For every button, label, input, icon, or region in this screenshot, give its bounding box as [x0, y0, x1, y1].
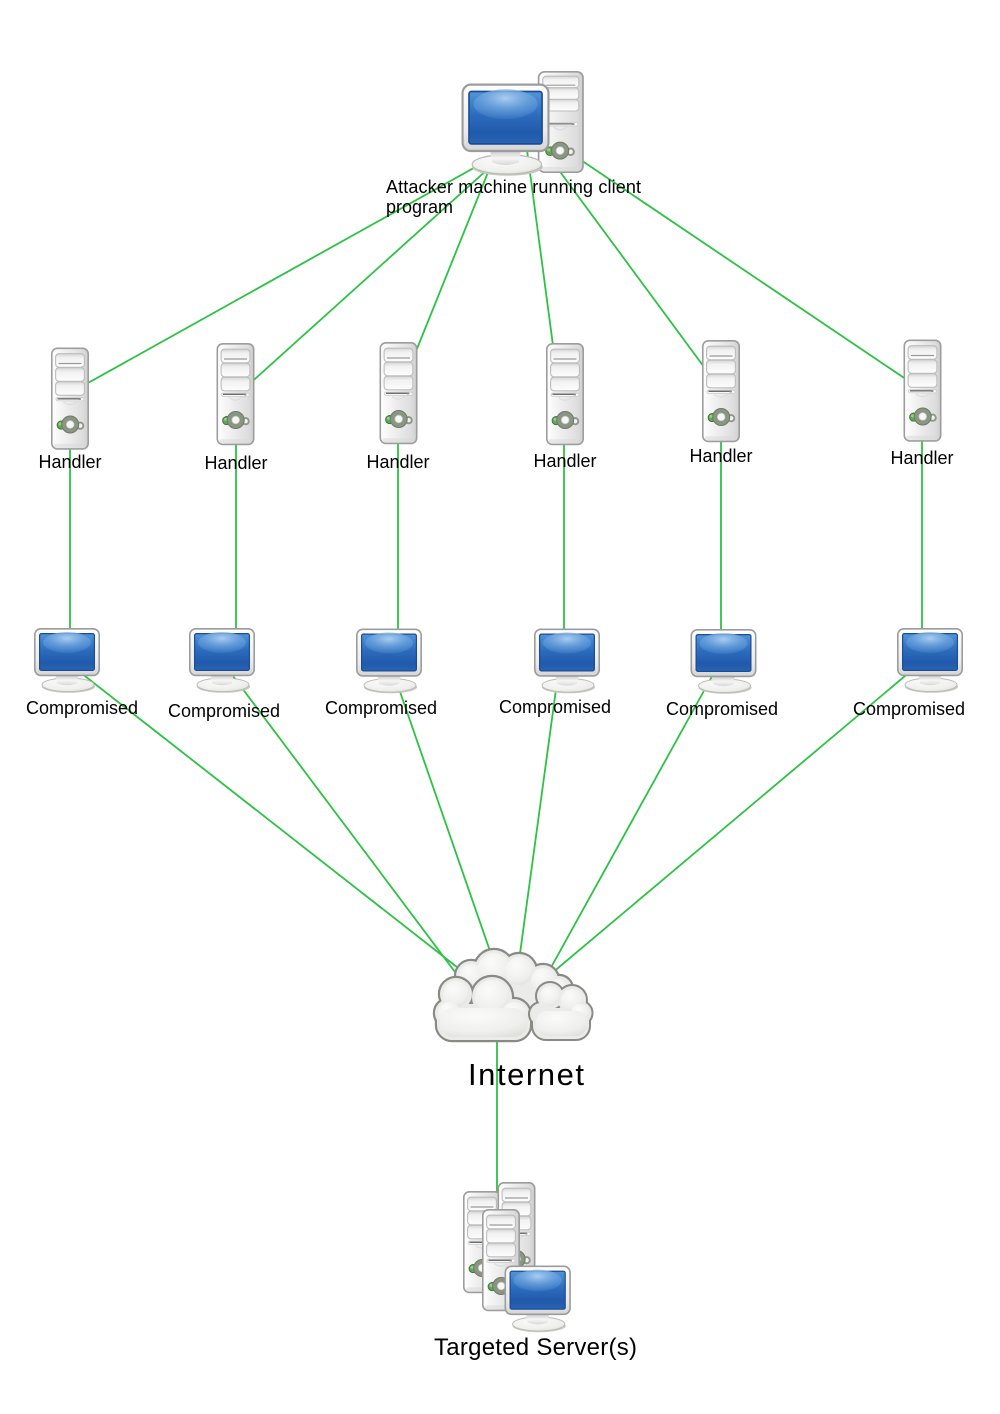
svg-text:Handler: Handler [38, 452, 101, 472]
svg-text:Targeted Server(s): Targeted Server(s) [434, 1334, 637, 1361]
svg-text:Handler: Handler [689, 446, 752, 466]
svg-text:Compromised: Compromised [499, 697, 611, 717]
svg-text:program: program [386, 197, 453, 217]
svg-text:Handler: Handler [366, 452, 429, 472]
svg-text:Compromised: Compromised [325, 698, 437, 718]
svg-text:Internet: Internet [468, 1057, 584, 1092]
svg-text:Attacker machine running clien: Attacker machine running client [386, 177, 641, 197]
svg-text:Compromised: Compromised [666, 699, 778, 719]
svg-text:Compromised: Compromised [853, 699, 965, 719]
svg-text:Compromised: Compromised [168, 701, 280, 721]
svg-text:Handler: Handler [890, 448, 953, 468]
svg-text:Handler: Handler [533, 451, 596, 471]
svg-text:Compromised: Compromised [26, 698, 138, 718]
svg-text:Handler: Handler [204, 453, 267, 473]
